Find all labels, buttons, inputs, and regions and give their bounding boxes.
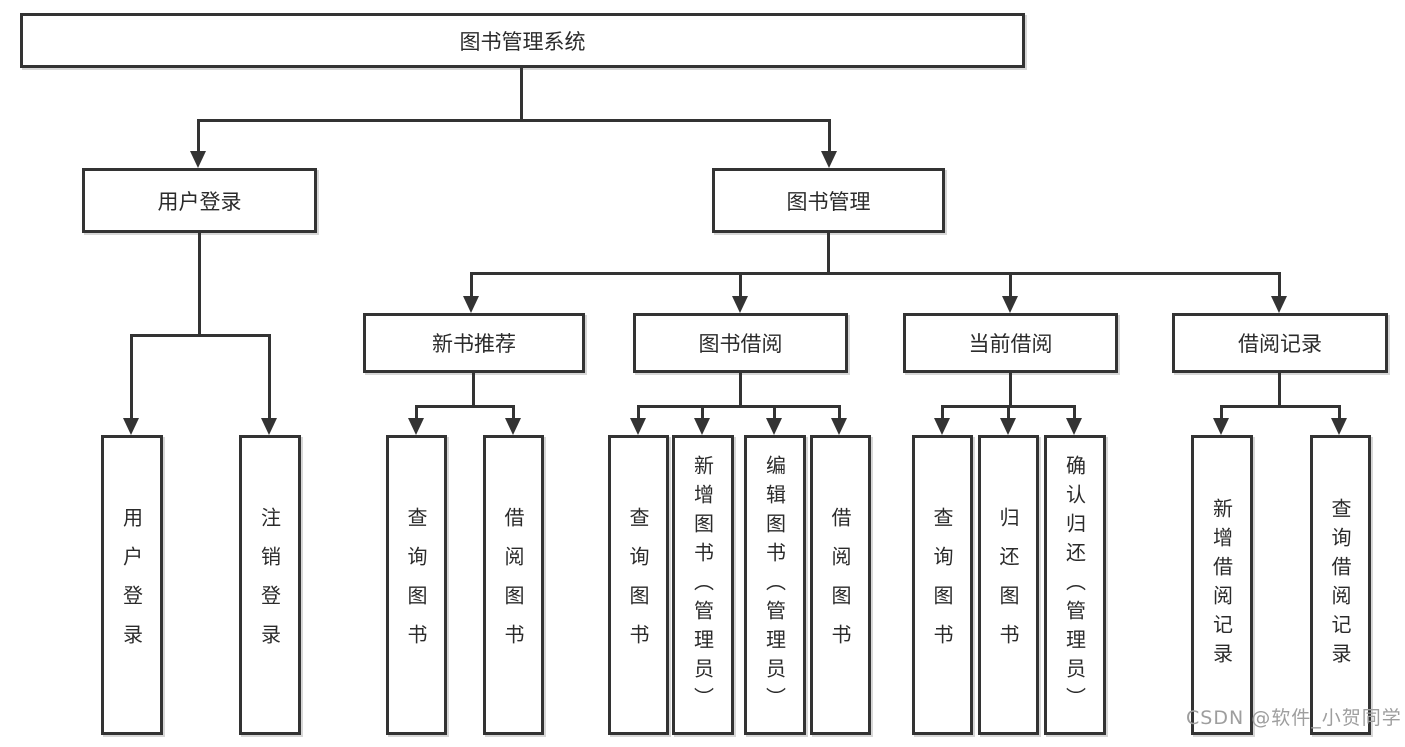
edge-root-to-book-mgmt [828,119,831,153]
edge-to-leaf-login [130,334,133,420]
arrowhead-icon [1271,296,1287,313]
node-label: 借阅记录 [1238,332,1322,356]
node-label: 新书推荐 [432,332,516,356]
node-new-book-recommend: 新书推荐 [363,313,585,373]
node-label: 图书借阅 [698,332,783,356]
edge-to-leaf-logout [268,334,271,420]
edge-book-borrow-rail [637,405,841,408]
arrowhead-icon [934,418,950,435]
edge-current-borrow-stem [1009,373,1012,406]
edge-borrow-records-rail [1220,405,1341,408]
edge-drop [1007,405,1010,421]
leaf-confirm-return-admin: 确认归还（管理员） [1044,435,1106,735]
leaf-add-books-admin: 新增图书（管理员） [672,435,734,735]
leaf-return-books: 归还图书 [978,435,1039,735]
edge-user-login-rail [130,334,271,337]
leaf-label: 查询借阅记录 [1328,498,1352,672]
node-current-borrowing: 当前借阅 [903,313,1118,373]
node-label: 当前借阅 [968,332,1053,356]
edge-to-current-borrow [1009,272,1012,298]
edge-drop [773,405,776,421]
edge-root-to-user-login [197,119,200,153]
edge-drop [512,405,515,421]
node-label: 用户登录 [157,189,242,214]
leaf-label: 查询图书 [404,507,428,663]
edge-drop [838,405,841,421]
edge-drop [701,405,704,421]
node-book-borrowing: 图书借阅 [633,313,848,373]
arrowhead-icon [505,418,521,435]
arrowhead-icon [408,418,424,435]
node-label: 图书管理系统 [459,29,586,54]
leaf-label: 确认归还（管理员） [1062,454,1087,716]
arrowhead-icon [821,151,837,168]
arrowhead-icon [1213,418,1229,435]
edge-drop [1220,405,1223,421]
edge-drop [1073,405,1076,421]
edge-drop [1338,405,1341,421]
leaf-user-login: 用户登录 [101,435,163,735]
edge-to-new-books [470,272,473,298]
node-borrowing-records: 借阅记录 [1172,313,1388,373]
edge-book-mgmt-rail [470,272,1280,275]
csdn-watermark: CSDN @软件_小贺同学 [1186,707,1402,729]
leaf-query-borrow-record: 查询借阅记录 [1310,435,1371,735]
edge-drop [415,405,418,421]
node-system-root: 图书管理系统 [20,13,1025,68]
leaf-label: 查询图书 [626,507,650,663]
arrowhead-icon [123,418,139,435]
edge-new-books-rail [415,405,515,408]
node-label: 图书管理 [786,189,871,214]
edge-user-login-stem [198,233,201,335]
leaf-label: 借阅图书 [828,507,852,663]
leaf-query-books-borrow: 查询图书 [608,435,669,735]
edge-drop [637,405,640,421]
arrowhead-icon [1002,296,1018,313]
leaf-query-books-recommend: 查询图书 [386,435,447,735]
edge-to-borrow-records [1278,272,1281,298]
edge-new-books-stem [472,373,475,406]
arrowhead-icon [1000,418,1016,435]
edge-book-borrow-stem [739,373,742,406]
edge-root-rail [197,119,831,122]
arrowhead-icon [190,151,206,168]
arrowhead-icon [694,418,710,435]
arrowhead-icon [261,418,277,435]
leaf-logout: 注销登录 [239,435,301,735]
leaf-label: 用户登录 [119,507,144,663]
leaf-add-borrow-record: 新增借阅记录 [1191,435,1253,735]
leaf-label: 查询图书 [930,507,954,663]
leaf-label: 借阅图书 [501,507,525,663]
leaf-query-books-current: 查询图书 [912,435,973,735]
arrowhead-icon [732,296,748,313]
leaf-label: 新增图书（管理员） [690,454,715,716]
leaf-edit-books-admin: 编辑图书（管理员） [744,435,806,735]
node-book-management: 图书管理 [712,168,945,233]
edge-book-mgmt-stem [827,233,830,274]
edge-borrow-records-stem [1278,373,1281,406]
arrowhead-icon [1066,418,1082,435]
arrowhead-icon [463,296,479,313]
arrowhead-icon [1331,418,1347,435]
leaf-label: 注销登录 [257,507,282,663]
edge-to-book-borrow [739,272,742,298]
leaf-label: 新增借阅记录 [1209,498,1234,672]
leaf-label: 归还图书 [996,507,1020,663]
edge-root-stem [520,68,523,120]
edge-drop [941,405,944,421]
node-user-login: 用户登录 [82,168,317,233]
arrowhead-icon [630,418,646,435]
leaf-label: 编辑图书（管理员） [762,454,787,716]
leaf-borrow-books: 借阅图书 [810,435,871,735]
leaf-borrow-books-recommend: 借阅图书 [483,435,544,735]
arrowhead-icon [831,418,847,435]
arrowhead-icon [766,418,782,435]
